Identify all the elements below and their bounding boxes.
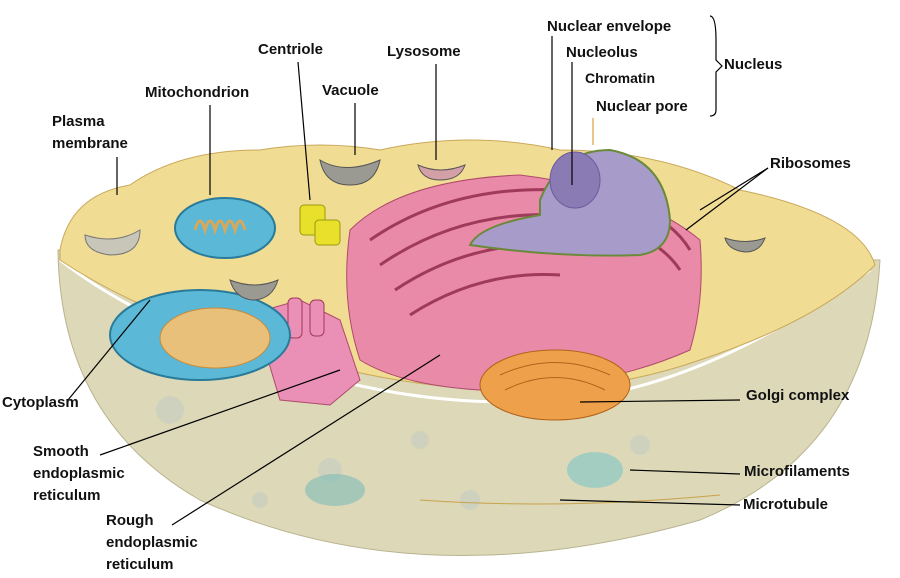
label-centriole: Centriole (258, 41, 324, 58)
label-nuclear-envelope: Nuclear envelope (547, 18, 672, 35)
label-microtubule: Microtubule (743, 496, 828, 513)
label-nucleus: Nucleus (724, 56, 783, 73)
label-smooth-er: Smooth endoplasmic reticulum (33, 441, 125, 507)
label-plasma-membrane: Plasma membrane (52, 111, 128, 155)
golgi (479, 349, 631, 421)
label-golgi-complex: Golgi complex (746, 387, 850, 404)
bowl-mitochondrion (567, 452, 623, 488)
vacuole (319, 158, 381, 186)
label-ribosomes: Ribosomes (770, 155, 851, 172)
label-line: Smooth (33, 443, 89, 460)
label-rough-er: Rough endoplasmic reticulum (106, 510, 198, 576)
label-line: endoplasmic (33, 465, 125, 482)
label-mitochondrion: Mitochondrion (145, 84, 250, 101)
vacuole-edge (84, 229, 141, 256)
lysosome (417, 164, 466, 181)
nucleolus (549, 151, 601, 209)
label-line: endoplasmic (106, 534, 198, 551)
vesicles (156, 396, 650, 510)
bowl-mitochondrion (305, 474, 365, 506)
leader-lines (67, 15, 769, 526)
label-lysosome: Lysosome (387, 43, 461, 60)
label-nuclear-pore: Nuclear pore (596, 98, 688, 115)
label-line: membrane (52, 135, 128, 152)
microtubule (419, 494, 721, 505)
label-cytoplasm: Cytoplasm (2, 394, 79, 411)
label-nucleolus: Nucleolus (566, 44, 638, 61)
label-line: Rough (106, 512, 154, 529)
label-line: reticulum (33, 487, 101, 504)
label-line: Plasma (52, 113, 105, 130)
vacuole-right (724, 237, 766, 253)
label-vacuole: Vacuole (322, 82, 379, 99)
label-line: reticulum (106, 556, 174, 573)
centriole (299, 204, 341, 246)
label-microfilaments: Microfilaments (744, 463, 850, 480)
vacuole-small (229, 279, 279, 301)
label-chromatin: Chromatin (585, 70, 655, 86)
